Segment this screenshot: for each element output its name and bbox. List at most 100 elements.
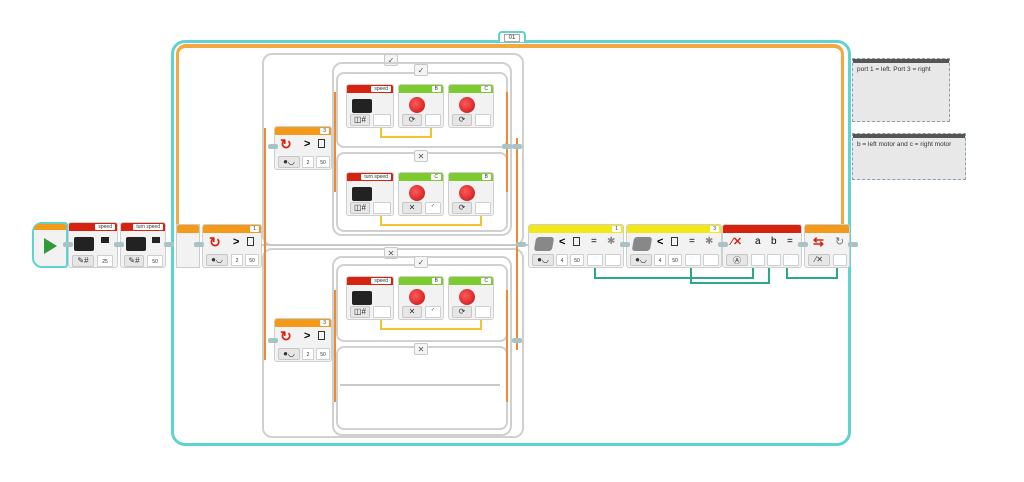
result-output[interactable]: [783, 254, 799, 266]
variable-name[interactable]: speed: [95, 224, 115, 230]
sensor-mode-selector[interactable]: ●◡: [630, 254, 652, 266]
sensor-mode-selector[interactable]: ●◡: [278, 348, 300, 360]
outer-switch-block[interactable]: 1 ↻ > ●◡ 2 50: [202, 224, 262, 268]
sensor-mode-selector[interactable]: ●◡: [278, 156, 300, 168]
variable-block-turn-speed[interactable]: turn speed ✎# 50: [120, 222, 166, 268]
power-input[interactable]: [475, 202, 491, 214]
inner-top-false-tab[interactable]: ✕: [414, 150, 428, 162]
port-label[interactable]: 1: [612, 226, 621, 232]
motor-block-b[interactable]: B ⟳: [448, 172, 494, 216]
output-plug[interactable]: [373, 202, 391, 214]
sequence-plug[interactable]: [114, 242, 124, 247]
comment-text[interactable]: port 1 = left. Port 3 = right: [857, 66, 931, 73]
value-input[interactable]: 25: [97, 255, 113, 267]
sensor-compare-block-2[interactable]: 3 < = ✱ ●◡ 4 50: [626, 224, 722, 268]
mode-selector[interactable]: ✕: [402, 202, 422, 214]
value-input[interactable]: 50: [147, 255, 163, 267]
value-plug[interactable]: [605, 254, 621, 266]
type-input[interactable]: 2: [302, 348, 314, 360]
mode-selector[interactable]: ⟳: [402, 114, 422, 126]
data-wire: [594, 268, 596, 278]
threshold-input[interactable]: 50: [316, 348, 330, 360]
variable-name[interactable]: turn speed: [133, 224, 163, 230]
threshold-input[interactable]: 50: [245, 254, 259, 266]
play-icon[interactable]: [44, 238, 57, 254]
motor-block-c[interactable]: C ⟳: [448, 84, 494, 128]
type-input[interactable]: 4: [654, 254, 666, 266]
switch-bracket: [506, 92, 508, 192]
logic-icon: ⁄✕: [731, 236, 743, 248]
sequence-plug[interactable]: [512, 338, 522, 343]
variable-read-block[interactable]: turn speed ◫#: [346, 172, 394, 216]
inner-top-true-tab[interactable]: ✓: [414, 64, 428, 76]
loop-end-block[interactable]: ⇆ ↻ ⁄✕: [804, 224, 850, 268]
port-label[interactable]: 1: [250, 226, 259, 232]
comment-box[interactable]: b = left motor and c = right motor: [852, 133, 966, 180]
motor-block-b[interactable]: B ⟳: [398, 84, 444, 128]
port-label[interactable]: 3: [320, 320, 329, 326]
sequence-plug[interactable]: [194, 242, 204, 247]
variable-read-block[interactable]: speed ◫#: [346, 276, 394, 320]
comment-text[interactable]: b = left motor and c = right motor: [857, 141, 952, 148]
sequence-plug[interactable]: [268, 144, 278, 149]
variable-read-block[interactable]: speed ◫#: [346, 84, 394, 128]
comment-box[interactable]: port 1 = left. Port 3 = right: [852, 58, 950, 122]
mode-selector[interactable]: ◫#: [350, 306, 370, 318]
power-input[interactable]: [475, 114, 491, 126]
logic-mode-selector[interactable]: Ⓐ: [726, 254, 748, 266]
sequence-plug[interactable]: [516, 242, 526, 247]
motor-block-c[interactable]: C ⟳: [448, 276, 494, 320]
brake-input[interactable]: ✓: [425, 306, 441, 318]
logic-operations-block[interactable]: ⁄✕ a b = Ⓐ: [722, 224, 802, 268]
sensor-compare-block-1[interactable]: 1 < = ✱ ●◡ 4 50: [528, 224, 624, 268]
sequence-plug[interactable]: [63, 242, 73, 247]
type-input[interactable]: 2: [302, 156, 314, 168]
sensor-mode-selector[interactable]: ●◡: [206, 254, 228, 266]
inner-switch-bottom-block[interactable]: 3 ↻ > ●◡ 2 50: [274, 318, 332, 362]
result-plug[interactable]: [685, 254, 701, 266]
power-input[interactable]: [425, 114, 441, 126]
input-a[interactable]: [751, 254, 765, 266]
loop-name-tab[interactable]: 01: [498, 31, 526, 42]
inner-bottom-false-tab[interactable]: ✕: [414, 343, 428, 355]
inner-bottom-true-tab[interactable]: ✓: [414, 256, 428, 268]
mode-selector[interactable]: ✕: [402, 306, 422, 318]
mode-selector[interactable]: ⟳: [452, 114, 472, 126]
input-b[interactable]: [767, 254, 781, 266]
value-plug[interactable]: [703, 254, 719, 266]
mode-selector[interactable]: ⟳: [452, 306, 472, 318]
mode-selector[interactable]: ✎#: [124, 255, 144, 267]
mode-selector[interactable]: ⟳: [452, 202, 472, 214]
mode-selector[interactable]: ◫#: [350, 202, 370, 214]
loop-name: 01: [503, 34, 521, 42]
sequence-plug[interactable]: [502, 144, 512, 149]
port-label[interactable]: 3: [320, 128, 329, 134]
inner-switch-top-block[interactable]: 3 ↻ > ●◡ 2 50: [274, 126, 332, 170]
sequence-plug[interactable]: [164, 242, 174, 247]
sequence-plug[interactable]: [512, 144, 522, 149]
sequence-plug[interactable]: [620, 242, 630, 247]
port-label[interactable]: 3: [710, 226, 719, 232]
threshold-input[interactable]: 50: [316, 156, 330, 168]
loop-mode-selector[interactable]: ⁄✕: [808, 254, 830, 266]
sensor-mode-selector[interactable]: ●◡: [532, 254, 554, 266]
output-plug[interactable]: [373, 114, 391, 126]
motor-block-b-off[interactable]: B ✕ ✓: [398, 276, 444, 320]
power-input[interactable]: [475, 306, 491, 318]
motor-block-c-off[interactable]: C ✕ ✓: [398, 172, 444, 216]
condition-input[interactable]: [833, 254, 847, 266]
threshold-input[interactable]: 50: [570, 254, 584, 266]
variable-block-speed[interactable]: speed ✎# 25: [68, 222, 118, 268]
mode-selector[interactable]: ◫#: [350, 114, 370, 126]
result-plug[interactable]: [587, 254, 603, 266]
output-plug[interactable]: [373, 306, 391, 318]
brake-input[interactable]: ✓: [425, 202, 441, 214]
type-input[interactable]: 2: [231, 254, 243, 266]
sequence-plug[interactable]: [268, 338, 278, 343]
mode-selector[interactable]: ✎#: [72, 255, 94, 267]
sequence-plug[interactable]: [718, 242, 728, 247]
threshold-input[interactable]: 50: [668, 254, 682, 266]
sequence-plug[interactable]: [798, 242, 808, 247]
sequence-plug[interactable]: [848, 242, 858, 247]
type-input[interactable]: 4: [556, 254, 568, 266]
